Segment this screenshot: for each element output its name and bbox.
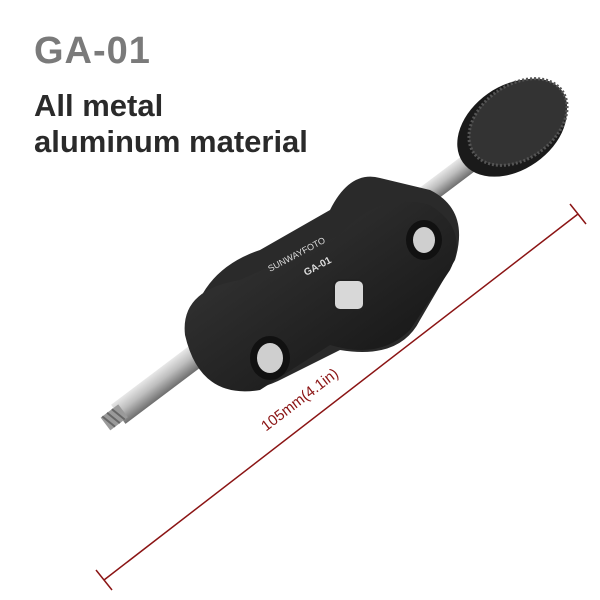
tagline-line1: All metal — [34, 88, 164, 123]
clamp-body: SUNWAYFOTO GA-01 — [184, 176, 460, 392]
model-title: GA-01 — [34, 30, 151, 72]
tagline-line2: aluminum material — [34, 124, 308, 159]
dimension-line — [95, 203, 587, 591]
knurled-knob — [457, 77, 569, 177]
tagline: All metal aluminum material — [34, 88, 308, 160]
